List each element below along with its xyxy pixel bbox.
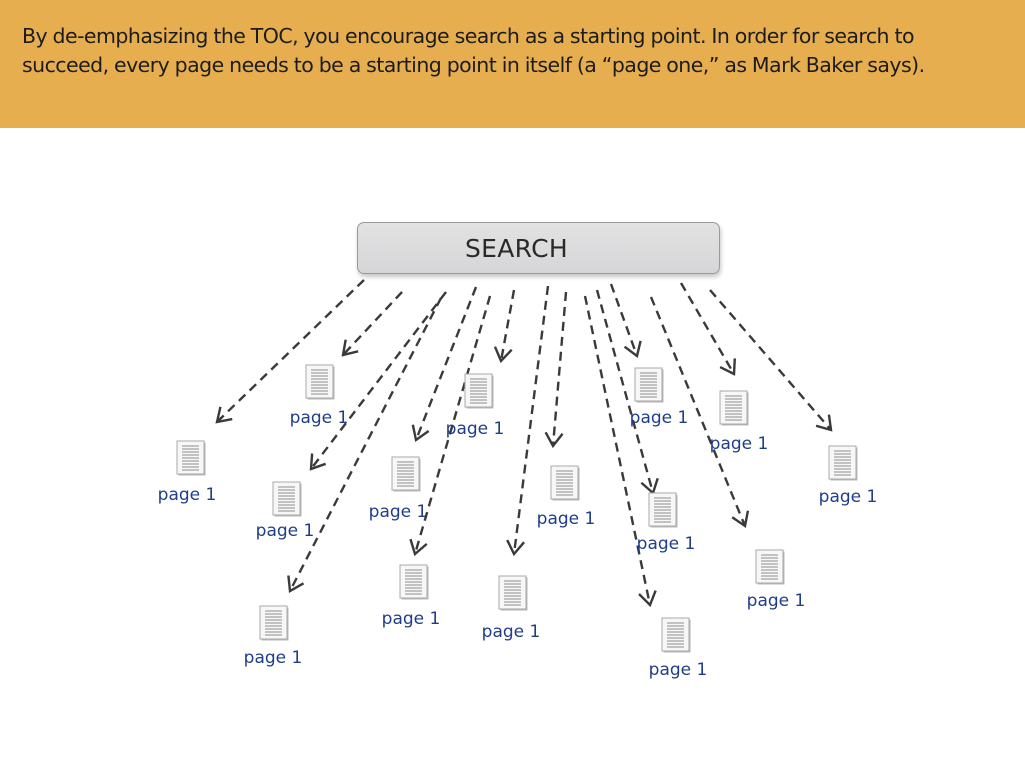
page-label: page 1 — [747, 591, 806, 611]
dashed-arrow — [341, 291, 403, 357]
page-item: page 1 — [158, 440, 217, 505]
page-item: page 1 — [290, 364, 349, 428]
arrow-head — [638, 590, 657, 608]
dashed-arrow — [679, 282, 737, 376]
arrow-head — [309, 453, 327, 471]
page-label: page 1 — [256, 521, 315, 541]
document-icon — [648, 492, 678, 528]
dashed-arrow — [583, 295, 657, 608]
banner-text-line-1: By de-emphasizing the TOC, you encourage… — [22, 24, 914, 48]
banner-text: By de-emphasizing the TOC, you encourage… — [22, 22, 1012, 80]
page-item: page 1 — [482, 575, 541, 642]
page-label: page 1 — [382, 609, 441, 629]
arrow-shaft — [709, 289, 831, 430]
page-label: page 1 — [819, 487, 878, 507]
page-label: page 1 — [158, 485, 217, 505]
dashed-arrow — [609, 283, 642, 359]
document-icon — [305, 364, 335, 400]
page-item: page 1 — [649, 617, 708, 680]
arrows-group — [215, 279, 833, 608]
page-label: page 1 — [290, 408, 349, 428]
dashed-arrow — [506, 285, 550, 557]
header-banner: By de-emphasizing the TOC, you encourage… — [0, 0, 1025, 128]
document-icon — [661, 617, 691, 653]
dashed-arrow — [411, 286, 478, 443]
document-icon — [272, 481, 302, 517]
page-item: page 1 — [747, 549, 806, 611]
arrow-shaft — [583, 295, 651, 604]
arrow-shaft — [217, 279, 365, 422]
arrow-head — [506, 539, 525, 557]
page-item: page 1 — [369, 456, 428, 522]
arrow-shaft — [649, 296, 746, 525]
page-label: page 1 — [710, 434, 769, 454]
document-icon — [550, 465, 580, 501]
page-item: page 1 — [446, 373, 505, 439]
dashed-arrow — [544, 291, 568, 449]
page-item: page 1 — [710, 390, 769, 454]
page-label: page 1 — [482, 622, 541, 642]
arrow-shaft — [551, 291, 568, 445]
arrow-shaft — [311, 291, 447, 469]
document-icon — [755, 549, 785, 585]
dashed-arrow — [709, 289, 833, 432]
document-icon — [464, 373, 494, 409]
arrow-head — [287, 575, 305, 593]
arrow-head — [544, 431, 564, 449]
page-item: page 1 — [256, 481, 315, 541]
arrow-shaft — [415, 286, 478, 439]
page-item: page 1 — [819, 445, 878, 507]
dashed-arrow — [215, 279, 365, 424]
arrow-head — [493, 346, 513, 364]
document-icon — [828, 445, 858, 481]
arrow-shaft — [595, 289, 654, 492]
search-box[interactable]: SEARCH — [357, 222, 720, 274]
page-item: page 1 — [382, 564, 441, 629]
arrow-shaft — [609, 283, 638, 355]
dashed-arrow — [649, 296, 750, 529]
arrow-head — [815, 414, 833, 432]
arrow-head — [341, 339, 359, 357]
dashed-arrow — [493, 289, 516, 364]
page-label: page 1 — [369, 502, 428, 522]
arrow-head — [731, 510, 750, 529]
document-icon — [498, 575, 528, 611]
page-label: page 1 — [649, 660, 708, 680]
page-label: page 1 — [537, 509, 596, 529]
page-label: page 1 — [637, 534, 696, 554]
document-icon — [634, 367, 664, 403]
dashed-arrow — [409, 295, 492, 557]
document-icon — [259, 605, 289, 641]
document-icon — [391, 456, 421, 492]
page-item: page 1 — [537, 465, 596, 529]
arrow-head — [411, 424, 430, 443]
arrow-head — [215, 406, 233, 424]
arrow-shaft — [679, 282, 735, 373]
page-label: page 1 — [630, 408, 689, 428]
page-label: page 1 — [244, 648, 303, 668]
page-label: page 1 — [446, 419, 505, 439]
search-label: SEARCH — [465, 233, 568, 263]
page-item: page 1 — [244, 605, 303, 668]
arrow-shaft — [289, 297, 443, 590]
arrow-shaft — [343, 291, 403, 355]
pages-group: page 1 page 1 page 1 page 1 page 1 page 1 page… — [158, 364, 878, 680]
page-item: page 1 — [637, 492, 696, 554]
arrow-shaft — [500, 289, 516, 360]
document-icon — [176, 440, 206, 476]
arrow-head — [409, 538, 428, 557]
arrow-head — [623, 340, 642, 359]
arrow-head — [719, 358, 737, 376]
page-item: page 1 — [630, 367, 689, 428]
dashed-arrow — [309, 291, 447, 471]
document-icon — [719, 390, 749, 426]
dashed-arrow — [287, 297, 443, 593]
banner-text-line-2: succeed, every page needs to be a starti… — [22, 53, 925, 77]
document-icon — [399, 564, 429, 600]
